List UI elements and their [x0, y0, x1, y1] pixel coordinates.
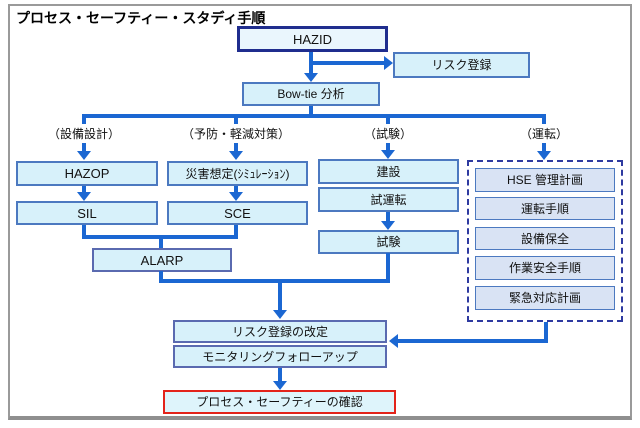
- arrowhead-right-riskregister: [384, 56, 393, 70]
- node-bowtie-analysis: Bow-tie 分析: [242, 82, 380, 106]
- node-hazid: HAZID: [237, 26, 388, 52]
- connector-hazop-sil: [82, 186, 86, 193]
- node-sce: SCE: [167, 201, 308, 225]
- operation-group-container: [467, 160, 623, 322]
- column-label-prevention: （予防・軽減対策）: [181, 127, 291, 141]
- arrowhead-down-bowtie: [304, 73, 318, 82]
- arrowhead-down-test: [381, 221, 395, 230]
- connector-hazid-riskregister: [311, 61, 384, 65]
- connector-col4-arrow: [542, 143, 546, 152]
- page-frame: [8, 4, 632, 420]
- connector-monitoring-confirmation: [278, 368, 282, 382]
- arrowhead-down-col3: [381, 150, 395, 159]
- arrowhead-down-col2: [229, 151, 243, 160]
- column-label-design: （設備設計）: [47, 127, 121, 141]
- connector-group-left-bar: [398, 339, 548, 343]
- connector-sce-join: [234, 225, 238, 239]
- connector-test-down: [386, 253, 390, 283]
- connector-stub-col4: [542, 114, 546, 124]
- node-hse-plan: HSE 管理計画: [475, 168, 615, 192]
- connector-group-down: [544, 322, 548, 343]
- column-label-operation: （運転）: [519, 127, 569, 141]
- node-risk-register: リスク登録: [393, 52, 530, 78]
- connector-col2-arrow: [234, 143, 238, 152]
- arrowhead-left-revision: [389, 334, 398, 348]
- node-emergency-plan: 緊急対応計画: [475, 286, 615, 310]
- arrowhead-down-confirmation: [273, 381, 287, 390]
- arrowhead-down-sil: [77, 192, 91, 201]
- connector-stub-col3: [386, 114, 390, 124]
- column-label-testing: （試験）: [363, 127, 413, 141]
- connector-sil-join: [82, 225, 86, 239]
- node-test: 試験: [318, 230, 459, 254]
- connector-stub-col1: [82, 114, 86, 124]
- connector-col3-arrow: [386, 143, 390, 152]
- connector-branch-bar: [82, 114, 546, 118]
- connector-alarp-down: [159, 271, 163, 283]
- node-risk-register-revision: リスク登録の改定: [173, 320, 387, 343]
- node-work-safety: 作業安全手順: [475, 256, 615, 280]
- page-title: プロセス・セーフティー・スタディ手順: [16, 10, 266, 26]
- arrowhead-down-col1: [77, 151, 91, 160]
- node-alarp: ALARP: [92, 248, 232, 272]
- node-maintenance: 設備保全: [475, 227, 615, 250]
- connector-commissioning-test: [386, 212, 390, 222]
- connector-stub-col2: [234, 114, 238, 124]
- node-monitoring-followup: モニタリングフォローアップ: [173, 345, 387, 368]
- node-commissioning: 試運転: [318, 187, 459, 212]
- node-hazop: HAZOP: [16, 161, 158, 186]
- arrowhead-down-col4: [537, 151, 551, 160]
- node-construction: 建設: [318, 159, 459, 184]
- connector-col1-arrow: [82, 143, 86, 152]
- node-process-safety-confirmation: プロセス・セーフティーの確認: [163, 390, 396, 414]
- node-operation-procedure: 運転手順: [475, 197, 615, 220]
- connector-join-alarp: [159, 235, 163, 248]
- connector-bowtie-branch: [309, 106, 313, 116]
- node-sil: SIL: [16, 201, 158, 225]
- node-damage-simulation: 災害想定(ｼﾐｭﾚｰｼｮﾝ): [167, 161, 308, 186]
- connector-bottom-bar: [159, 279, 390, 283]
- arrowhead-down-revision: [273, 310, 287, 319]
- connector-to-revision: [278, 279, 282, 311]
- arrowhead-down-sce: [229, 192, 243, 201]
- connector-simulation-sce: [234, 186, 238, 193]
